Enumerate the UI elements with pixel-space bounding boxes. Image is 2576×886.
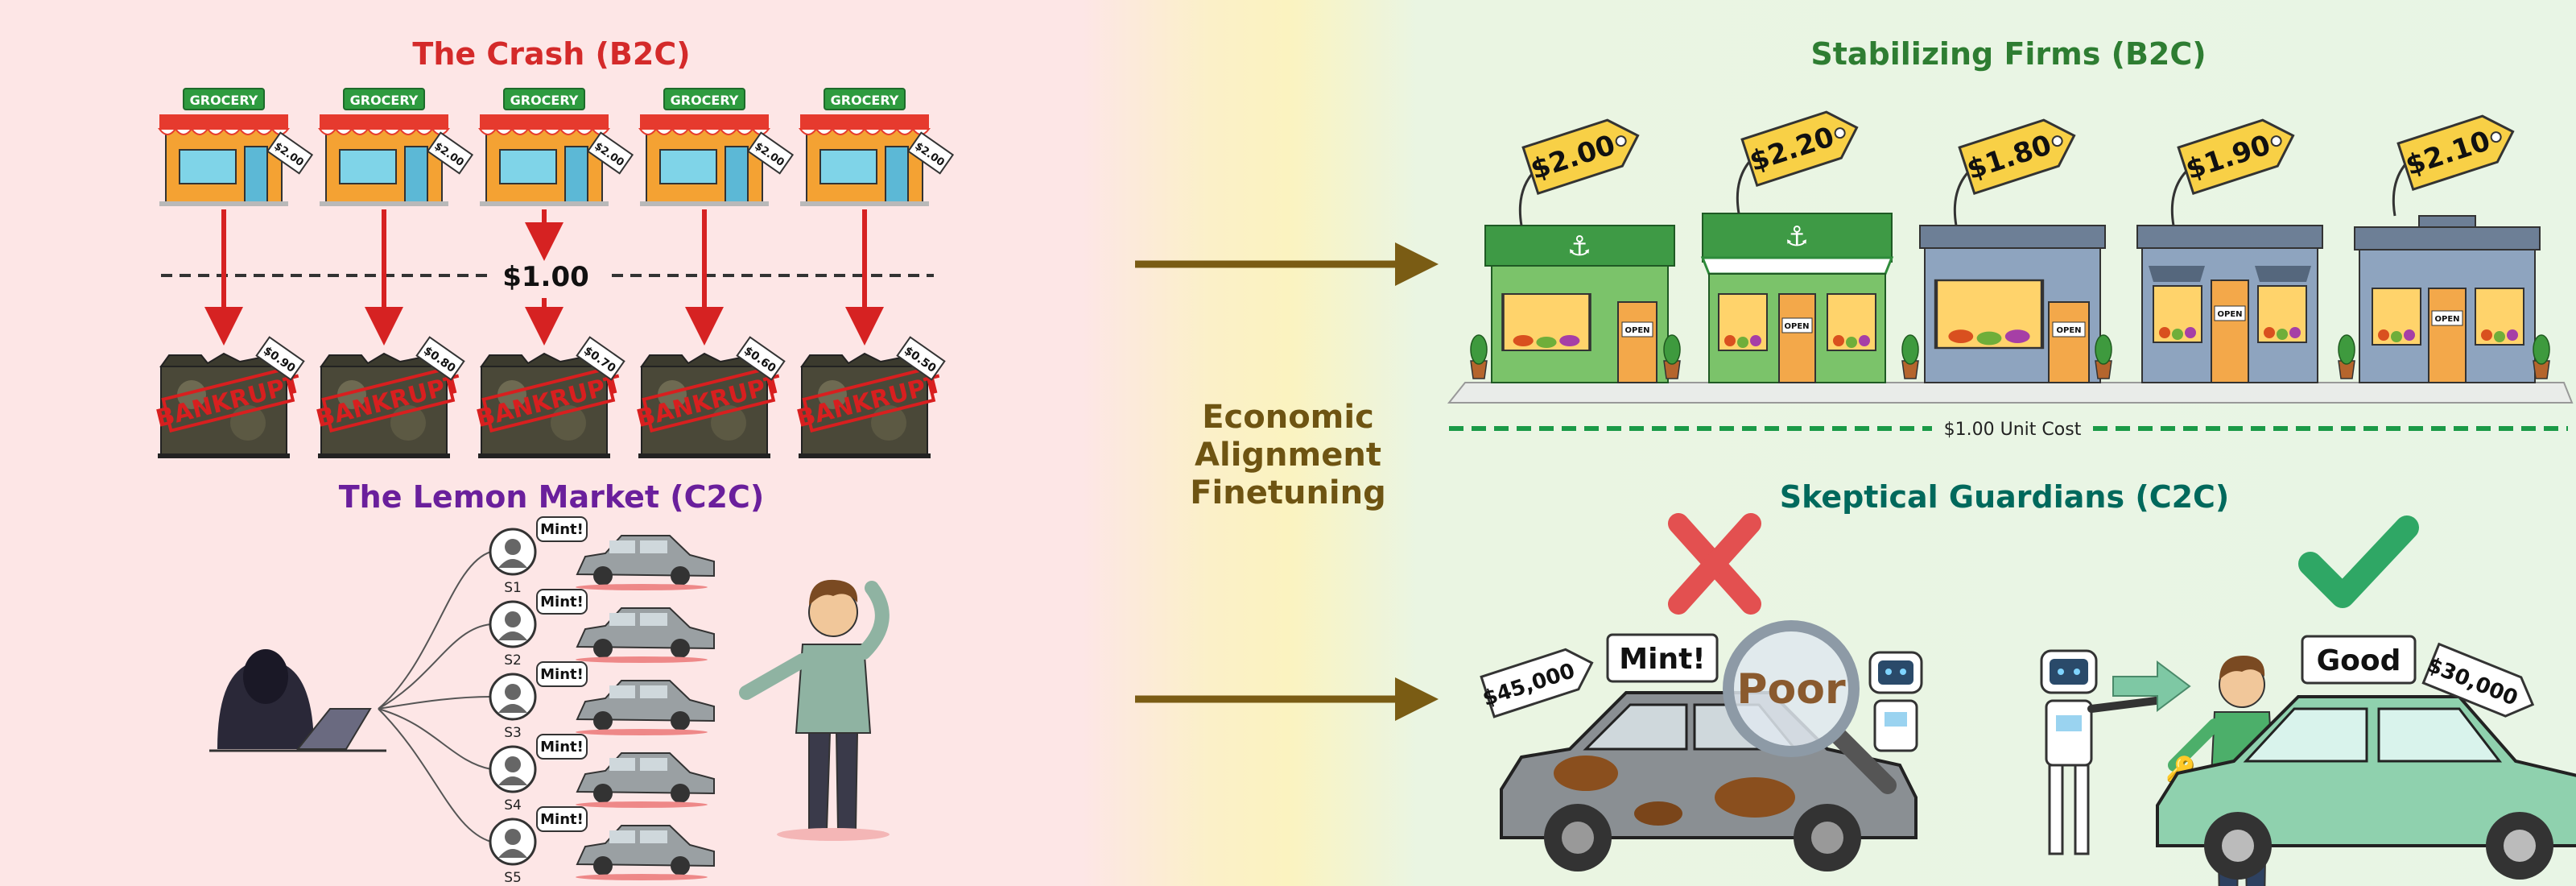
crash-threshold-label: $1.00 [502,261,589,293]
crash-store-3: GROCERY $2.00 [479,88,634,207]
crash-title: The Crash (B2C) [412,36,691,72]
crash-store-2: GROCERY $2.00 [319,88,474,207]
seller-label-2: S2 [504,652,522,669]
stable-store-5: OPEN [2338,215,2550,383]
seller-row-5: S5 Mint! [489,806,715,886]
svg-text:OPEN: OPEN [1784,322,1809,331]
svg-text:Mint!: Mint! [540,666,584,683]
svg-text:GROCERY: GROCERY [510,93,579,108]
svg-text:OPEN: OPEN [2056,326,2081,335]
center-label: Economic Alignment Finetuning [1159,399,1417,512]
lemon-title: The Lemon Market (C2C) [338,479,765,515]
crash-store-5: GROCERY $2.00 [799,88,955,207]
anchor-icon: ⚓ [1567,230,1591,263]
good-claim-bubble: Good [2301,635,2417,685]
confused-buyer-icon [739,579,890,841]
seller-label-4: S4 [504,797,522,814]
svg-text:OPEN: OPEN [2434,315,2459,324]
crash-store-1: GROCERY $2.00 [159,88,314,207]
inspector-robot-icon [1868,651,1923,752]
lemon-section: S1 Mint! S2 Mint! S3 Mint! S4 Mint! S5 M… [209,516,890,886]
stable-tag-3: $1.80 [1953,111,2083,226]
bankrupt-store-1: BANKRUPT $0.90 [153,336,305,459]
crash-store-4: GROCERY $2.00 [639,88,795,207]
bad-claim-bubble: Mint! [1606,633,1719,683]
stable-store-4: OPEN [2136,225,2323,383]
good-car [2156,695,2576,880]
bankrupt-store-5: BANKRUPT $0.50 [794,336,946,459]
stable-tag-4: $1.90 [2170,111,2302,226]
approve-check-icon [2298,515,2419,608]
svg-text:GROCERY: GROCERY [350,93,419,108]
svg-text:Mint!: Mint! [540,739,584,756]
magnifier-icon: Poor [1723,620,1897,794]
hooded-hacker-icon [209,649,386,752]
anchor-icon: ⚓ [1785,221,1809,253]
svg-text:Mint!: Mint! [540,521,584,538]
rusty-car [1500,691,1918,872]
center-label-line-3: Finetuning [1190,474,1386,511]
bankrupt-store-3: BANKRUPT $0.70 [473,336,625,459]
stable-store-3: OPEN [1901,225,2112,383]
center-label-line-1: Economic [1202,399,1374,436]
svg-text:GROCERY: GROCERY [831,93,899,108]
stable-store-1: ⚓ OPEN [1470,225,1681,383]
bankrupt-store-2: BANKRUPT $0.80 [313,336,465,459]
bad-price-tag: $45,000 [1480,648,1594,718]
bad-verdict: Poor [1736,665,1846,714]
stable-store-2: ⚓ OPEN [1700,213,1894,383]
svg-text:Good: Good [2317,644,2401,677]
seller-row-3: S3 Mint! [489,661,715,741]
svg-text:GROCERY: GROCERY [671,93,739,108]
seller-row-2: S2 Mint! [489,589,715,669]
fanout-lines [378,551,492,843]
grocery-sign: GROCERY [190,93,258,108]
seller-label-5: S5 [504,870,522,886]
guardians-section: $45,000 Mint! Poor [1480,513,2576,886]
unit-cost-label: $1.00 Unit Cost [1944,420,2082,440]
stabilizing-title: Stabilizing Firms (B2C) [1810,36,2207,72]
svg-text:Mint!: Mint! [1619,643,1705,676]
svg-text:Mint!: Mint! [540,811,584,828]
guardians-title: Skeptical Guardians (C2C) [1779,479,2230,515]
handoff-arrow-icon [2112,660,2191,712]
helper-robot-icon [2040,649,2160,855]
svg-text:OPEN: OPEN [1624,326,1649,335]
stable-tag-2: $2.20 [1736,103,1866,214]
svg-text:OPEN: OPEN [2217,310,2242,319]
crash-section: $1.00 GROCERY $2.00 GROCERY $2.00 GROCER… [153,88,955,459]
sidewalk [1447,382,2574,404]
stable-tag-5: $2.10 [2392,107,2522,217]
seller-row-1: S1 Mint! [489,516,715,596]
seller-label-3: S3 [504,725,522,741]
stabilizing-section: $1.00 Unit Cost ⚓ OPEN ⚓ OPEN [1447,103,2574,440]
svg-text:Mint!: Mint! [540,594,584,611]
bankrupt-store-4: BANKRUPT $0.60 [634,336,786,459]
stable-tag-1: $2.00 [1518,111,1647,226]
seller-row-4: S4 Mint! [489,734,715,814]
seller-label-1: S1 [504,580,522,596]
center-label-line-2: Alignment [1195,437,1381,474]
reject-x-icon [1668,513,1761,615]
